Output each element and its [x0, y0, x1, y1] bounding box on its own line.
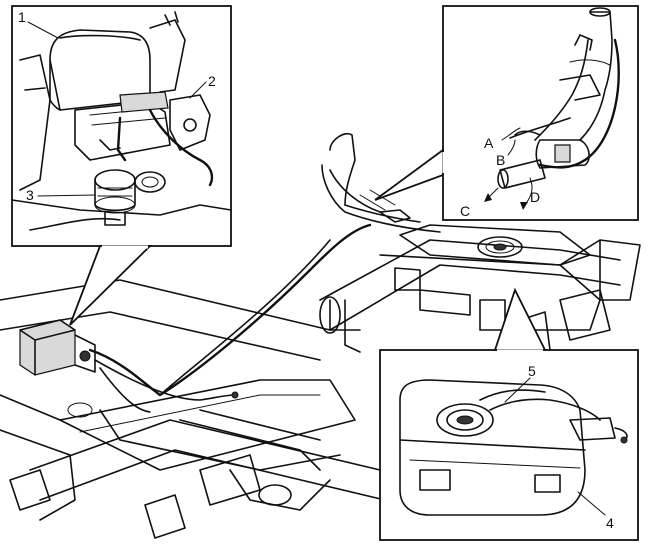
callout-C: C — [460, 203, 470, 219]
callout-B: B — [496, 152, 505, 168]
evap-canister-main — [19, 319, 96, 376]
fuel-lines-main — [88, 223, 372, 413]
inset-canister-panel — [11, 5, 232, 326]
callout-5: 5 — [528, 363, 536, 379]
callout-A: A — [484, 135, 494, 151]
vehicle-frame — [0, 224, 641, 539]
callout-2: 2 — [208, 73, 216, 89]
inset-tank-panel — [379, 287, 639, 541]
callout-D: D — [530, 189, 540, 205]
filler-neck-main — [321, 132, 441, 233]
callout-1: 1 — [18, 9, 26, 25]
inset-filler-panel — [374, 5, 639, 221]
callout-4: 4 — [606, 515, 614, 531]
callout-3: 3 — [26, 187, 34, 203]
